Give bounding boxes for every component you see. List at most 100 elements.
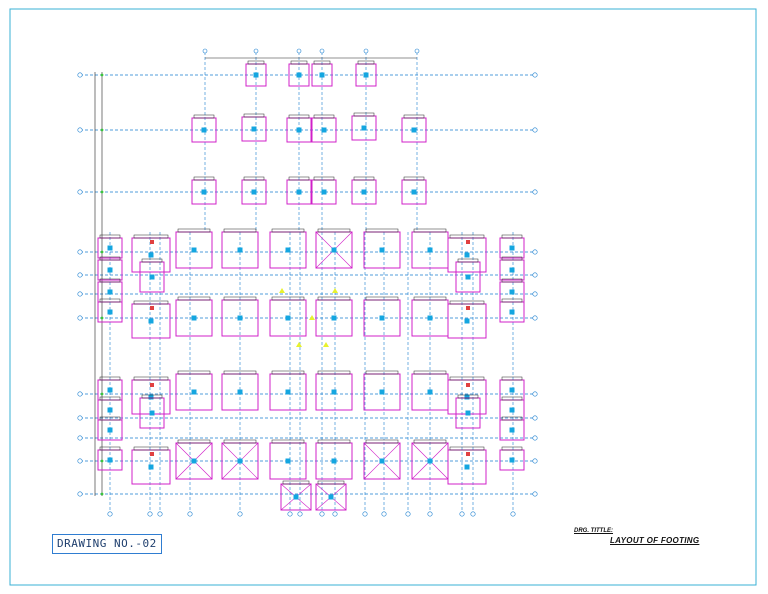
column-stub [251,189,257,195]
footing-dim [141,394,163,399]
footing-dim [365,370,399,375]
footing-dim [317,228,351,233]
column-stub [331,247,337,253]
footing-dim [501,396,523,401]
footing-dim [177,296,211,301]
dimension-tick [100,190,104,194]
grid-bubble [77,315,83,321]
column-stub [191,389,197,395]
grid-bubble [414,48,420,54]
footing-dim [449,376,485,381]
column-stub [411,127,417,133]
footing-dim [365,296,399,301]
grid-bubble [532,272,538,278]
footing-dim [288,176,310,181]
column-stub [427,458,433,464]
footing-dim [271,228,305,233]
grid-bubble [381,511,387,517]
footing-dim [177,439,211,444]
column-stub [293,494,299,500]
footing-dim [457,258,479,263]
grid-bubble [77,415,83,421]
dimension-tick [100,250,104,254]
grid-bubble [532,189,538,195]
grid-bubble [77,491,83,497]
grid-bubble [187,511,193,517]
footing-dim [457,394,479,399]
column-stub [361,189,367,195]
grid-bubble [532,72,538,78]
grid-lines-vertical [107,48,516,517]
column-stub [148,464,154,470]
footing-dim [223,228,257,233]
staircase-marker [150,383,154,387]
grid-bubble [253,48,259,54]
column-stub [253,72,259,78]
section-marker [296,342,302,347]
grid-bubble [532,435,538,441]
dimension-tick [100,392,104,396]
column-stub [285,315,291,321]
column-stub [464,464,470,470]
grid-bubble [296,48,302,54]
column-stub [107,267,113,273]
column-stub [285,389,291,395]
column-stub [201,189,207,195]
footing-dim [353,112,375,117]
footing-dim [133,376,169,381]
grid-bubble [77,391,83,397]
footing-dim [177,370,211,375]
column-stub [328,494,334,500]
footing-dim [403,114,425,119]
column-stub [107,245,113,251]
footing-dim [99,234,121,239]
footing-dim [177,228,211,233]
column-stub [427,247,433,253]
footing-dim [247,60,265,65]
footing-dim [413,296,447,301]
grid-bubble [405,511,411,517]
footing-dim [313,60,331,65]
sheet-border [9,8,757,586]
grid-bubble [319,511,325,517]
grid-bubble [107,511,113,517]
footing-dim [99,278,121,283]
footing-dim [133,234,169,239]
column-stub [464,318,470,324]
footing-dim [243,176,265,181]
footing-dim [317,370,351,375]
column-stub [509,427,515,433]
grid-bubble [532,291,538,297]
column-stub [149,274,155,280]
column-stub [464,252,470,258]
grid-bubble [77,435,83,441]
column-stub [331,315,337,321]
column-stub [237,389,243,395]
footing-dim [317,480,345,485]
dimension-tick [100,459,104,463]
grid-bubble [532,458,538,464]
staircase-marker [150,452,154,456]
column-stub [148,318,154,324]
footing-dim [365,439,399,444]
footing-dim [413,228,447,233]
staircase-marker [466,383,470,387]
column-stub [361,125,367,131]
footing-dim [317,296,351,301]
column-stub [509,309,515,315]
grid-bubble [77,272,83,278]
grid-bubble [532,315,538,321]
footing-dim [501,234,523,239]
grid-bubble [77,189,83,195]
grid-bubble [297,511,303,517]
footing-dim [141,258,163,263]
staircase-marker [150,306,154,310]
grid-bubble [532,127,538,133]
footing-dim [501,376,523,381]
column-stub [427,389,433,395]
staircase-marker [466,452,470,456]
column-stub [331,389,337,395]
column-stub [379,389,385,395]
footing-dim [501,278,523,283]
